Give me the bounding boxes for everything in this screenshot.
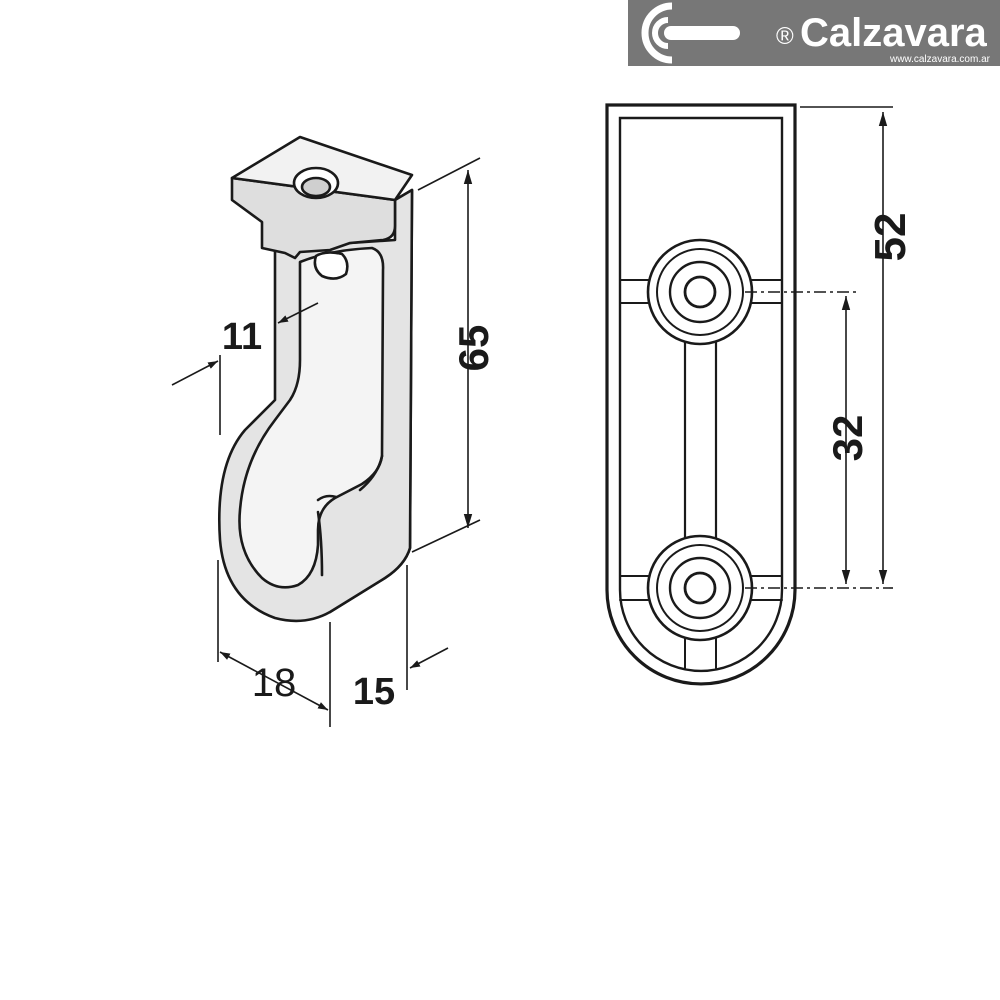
dimension-label-15: 15: [353, 671, 395, 713]
front-dimensions: [745, 106, 893, 589]
key-logo-icon: [641, 2, 740, 64]
plate-outline: [605, 103, 797, 686]
brand-logo: ® Calzavara www.calzavara.com.ar: [628, 0, 1000, 66]
brand-website: www.calzavara.com.ar: [889, 54, 991, 65]
dimension-label-18: 18: [252, 661, 297, 705]
dimension-line-11-right: [277, 302, 319, 324]
dimension-line-11-left: [171, 360, 219, 386]
iso-dimensions: [171, 157, 481, 727]
bottom-screw-boss-icon: [646, 534, 754, 642]
registered-mark: ®: [776, 23, 794, 50]
dimension-label-52: 52: [866, 213, 915, 262]
dimension-line-15: [409, 647, 449, 669]
dimension-label-65: 65: [450, 325, 497, 372]
top-plate-front: [230, 176, 397, 260]
dimension-label-11: 11: [222, 316, 262, 358]
bracket-slot: [313, 251, 349, 280]
dimension-line-18: [219, 651, 329, 711]
brand-name: Calzavara: [800, 11, 988, 55]
front-view: [605, 103, 797, 686]
bracket-inner-recess: [238, 246, 385, 589]
bracket-u-lip: [316, 454, 384, 577]
plate-inner-outline: [618, 116, 784, 673]
top-screw-boss-icon: [646, 238, 754, 346]
dimension-label-32: 32: [824, 415, 871, 462]
isometric-view: [218, 135, 414, 623]
